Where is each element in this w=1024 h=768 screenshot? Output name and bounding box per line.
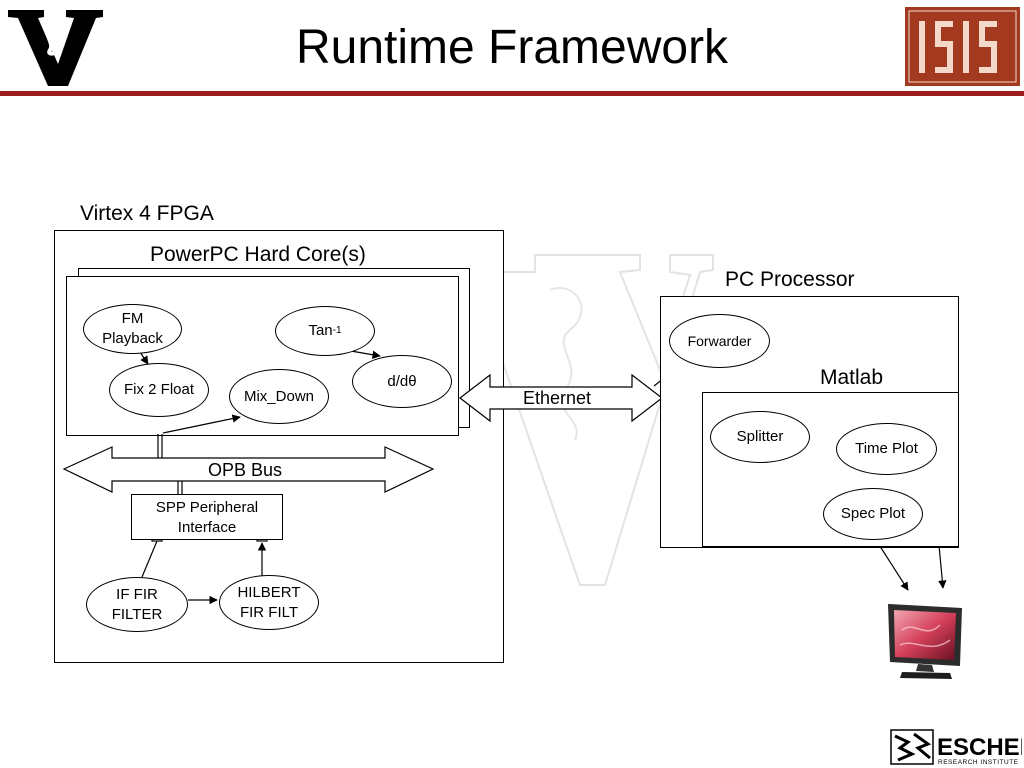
tan-label: Tan	[308, 322, 333, 339]
opb-bus-arrow	[62, 446, 435, 493]
ethernet-label: Ethernet	[523, 388, 592, 408]
tan-superscript: -1	[332, 325, 342, 336]
powerpc-label: PowerPC Hard Core(s)	[150, 243, 366, 266]
vanderbilt-logo	[8, 10, 103, 86]
node-d-dtheta: d/dθ	[352, 355, 452, 408]
node-hilbert-fir-filt: HILBERT FIR FILT	[219, 575, 319, 630]
node-fm-playback: FM Playback	[83, 304, 182, 354]
matlab-label: Matlab	[820, 366, 884, 389]
node-spec-plot: Spec Plot	[823, 488, 923, 540]
node-time-plot: Time Plot	[836, 423, 937, 475]
line-spp-iffir	[141, 540, 158, 578]
arrow-fm-fix	[139, 351, 149, 365]
node-mix-down: Mix_Down	[229, 369, 329, 424]
fpga-label: Virtex 4 FPGA	[80, 202, 214, 225]
node-splitter: Splitter	[710, 411, 810, 463]
spp-interface-box: SPP Peripheral Interface	[131, 494, 283, 540]
monitor-icon	[888, 604, 962, 679]
arrow-core-mixdown	[162, 414, 241, 434]
isis-logo	[905, 7, 1020, 86]
node-if-fir-filter: IF FIR FILTER	[86, 577, 188, 632]
node-forwarder: Forwarder	[669, 314, 770, 368]
slide-title: Runtime Framework	[295, 21, 729, 74]
node-tan-inverse: Tan-1	[275, 306, 375, 356]
escher-logo-subtext: RESEARCH INSTITUTE	[938, 759, 1019, 766]
pc-processor-label: PC Processor	[725, 268, 855, 291]
matlab-box	[702, 392, 959, 547]
title-rule	[0, 91, 1024, 96]
opb-bus-label: OPB Bus	[208, 460, 283, 480]
arrow-specplot-monitor	[875, 539, 909, 591]
node-fix-2-float: Fix 2 Float	[109, 363, 209, 417]
